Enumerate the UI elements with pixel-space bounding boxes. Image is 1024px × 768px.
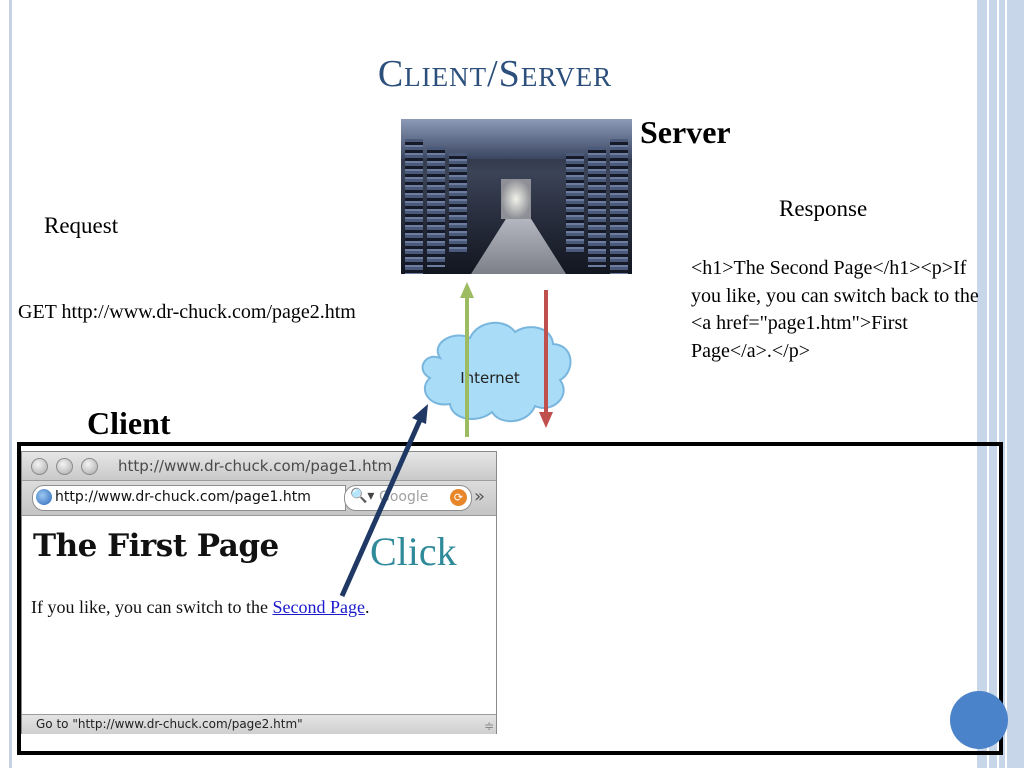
status-bar: Go to "http://www.dr-chuck.com/page2.htm… xyxy=(22,714,496,734)
body-text-before: If you like, you can switch to the xyxy=(31,597,273,617)
response-arrow-down xyxy=(539,290,553,428)
slide-title: Client/Server xyxy=(377,53,613,95)
client-frame xyxy=(17,442,1003,755)
browser-toolbar: http://www.dr-chuck.com/page1.htm ▲ 🔍▾ G… xyxy=(22,481,496,516)
response-html: <h1>The Second Page</h1><p>If you like, … xyxy=(691,257,979,362)
window-title: http://www.dr-chuck.com/page1.htm xyxy=(118,457,393,475)
resize-grip-icon[interactable]: ≑ xyxy=(483,719,494,733)
browser-titlebar: http://www.dr-chuck.com/page1.htm xyxy=(22,452,496,481)
close-window-icon[interactable] xyxy=(31,458,48,475)
body-text-after: . xyxy=(364,597,370,617)
request-label: Request xyxy=(44,213,119,238)
internet-cloud: Internet xyxy=(421,322,572,422)
slide-corner-dot xyxy=(950,691,1008,749)
slide-left-rule xyxy=(9,0,12,768)
status-text: Go to "http://www.dr-chuck.com/page2.htm… xyxy=(36,717,303,731)
page-heading: The First Page xyxy=(33,528,279,564)
server-room-photo xyxy=(401,119,632,274)
address-text: http://www.dr-chuck.com/page1.htm xyxy=(55,489,311,505)
minimize-window-icon[interactable] xyxy=(56,458,73,475)
zoom-window-icon[interactable] xyxy=(81,458,98,475)
search-placeholder: Google xyxy=(379,489,429,505)
client-label: Client xyxy=(87,405,171,441)
click-label: Click xyxy=(370,529,457,574)
search-icon[interactable]: 🔍▾ xyxy=(350,488,375,504)
address-bar[interactable]: http://www.dr-chuck.com/page1.htm xyxy=(32,485,346,511)
browser-window: http://www.dr-chuck.com/page1.htm http:/… xyxy=(21,451,497,734)
server-label: Server xyxy=(640,114,731,150)
request-url: GET http://www.dr-chuck.com/page2.htm xyxy=(18,301,356,323)
search-go-icon[interactable]: ⟳ xyxy=(450,489,467,506)
search-input[interactable]: 🔍▾ Google ⟳ xyxy=(344,485,472,511)
request-arrow-up xyxy=(460,282,474,437)
globe-icon xyxy=(36,489,52,505)
cloud-label: Internet xyxy=(460,369,520,387)
second-page-link[interactable]: Second Page xyxy=(272,597,365,617)
click-arrow xyxy=(339,404,428,598)
overflow-chevron-icon[interactable]: » xyxy=(474,486,486,507)
page-body-text: If you like, you can switch to the Secon… xyxy=(31,597,369,618)
response-label: Response xyxy=(779,196,868,221)
